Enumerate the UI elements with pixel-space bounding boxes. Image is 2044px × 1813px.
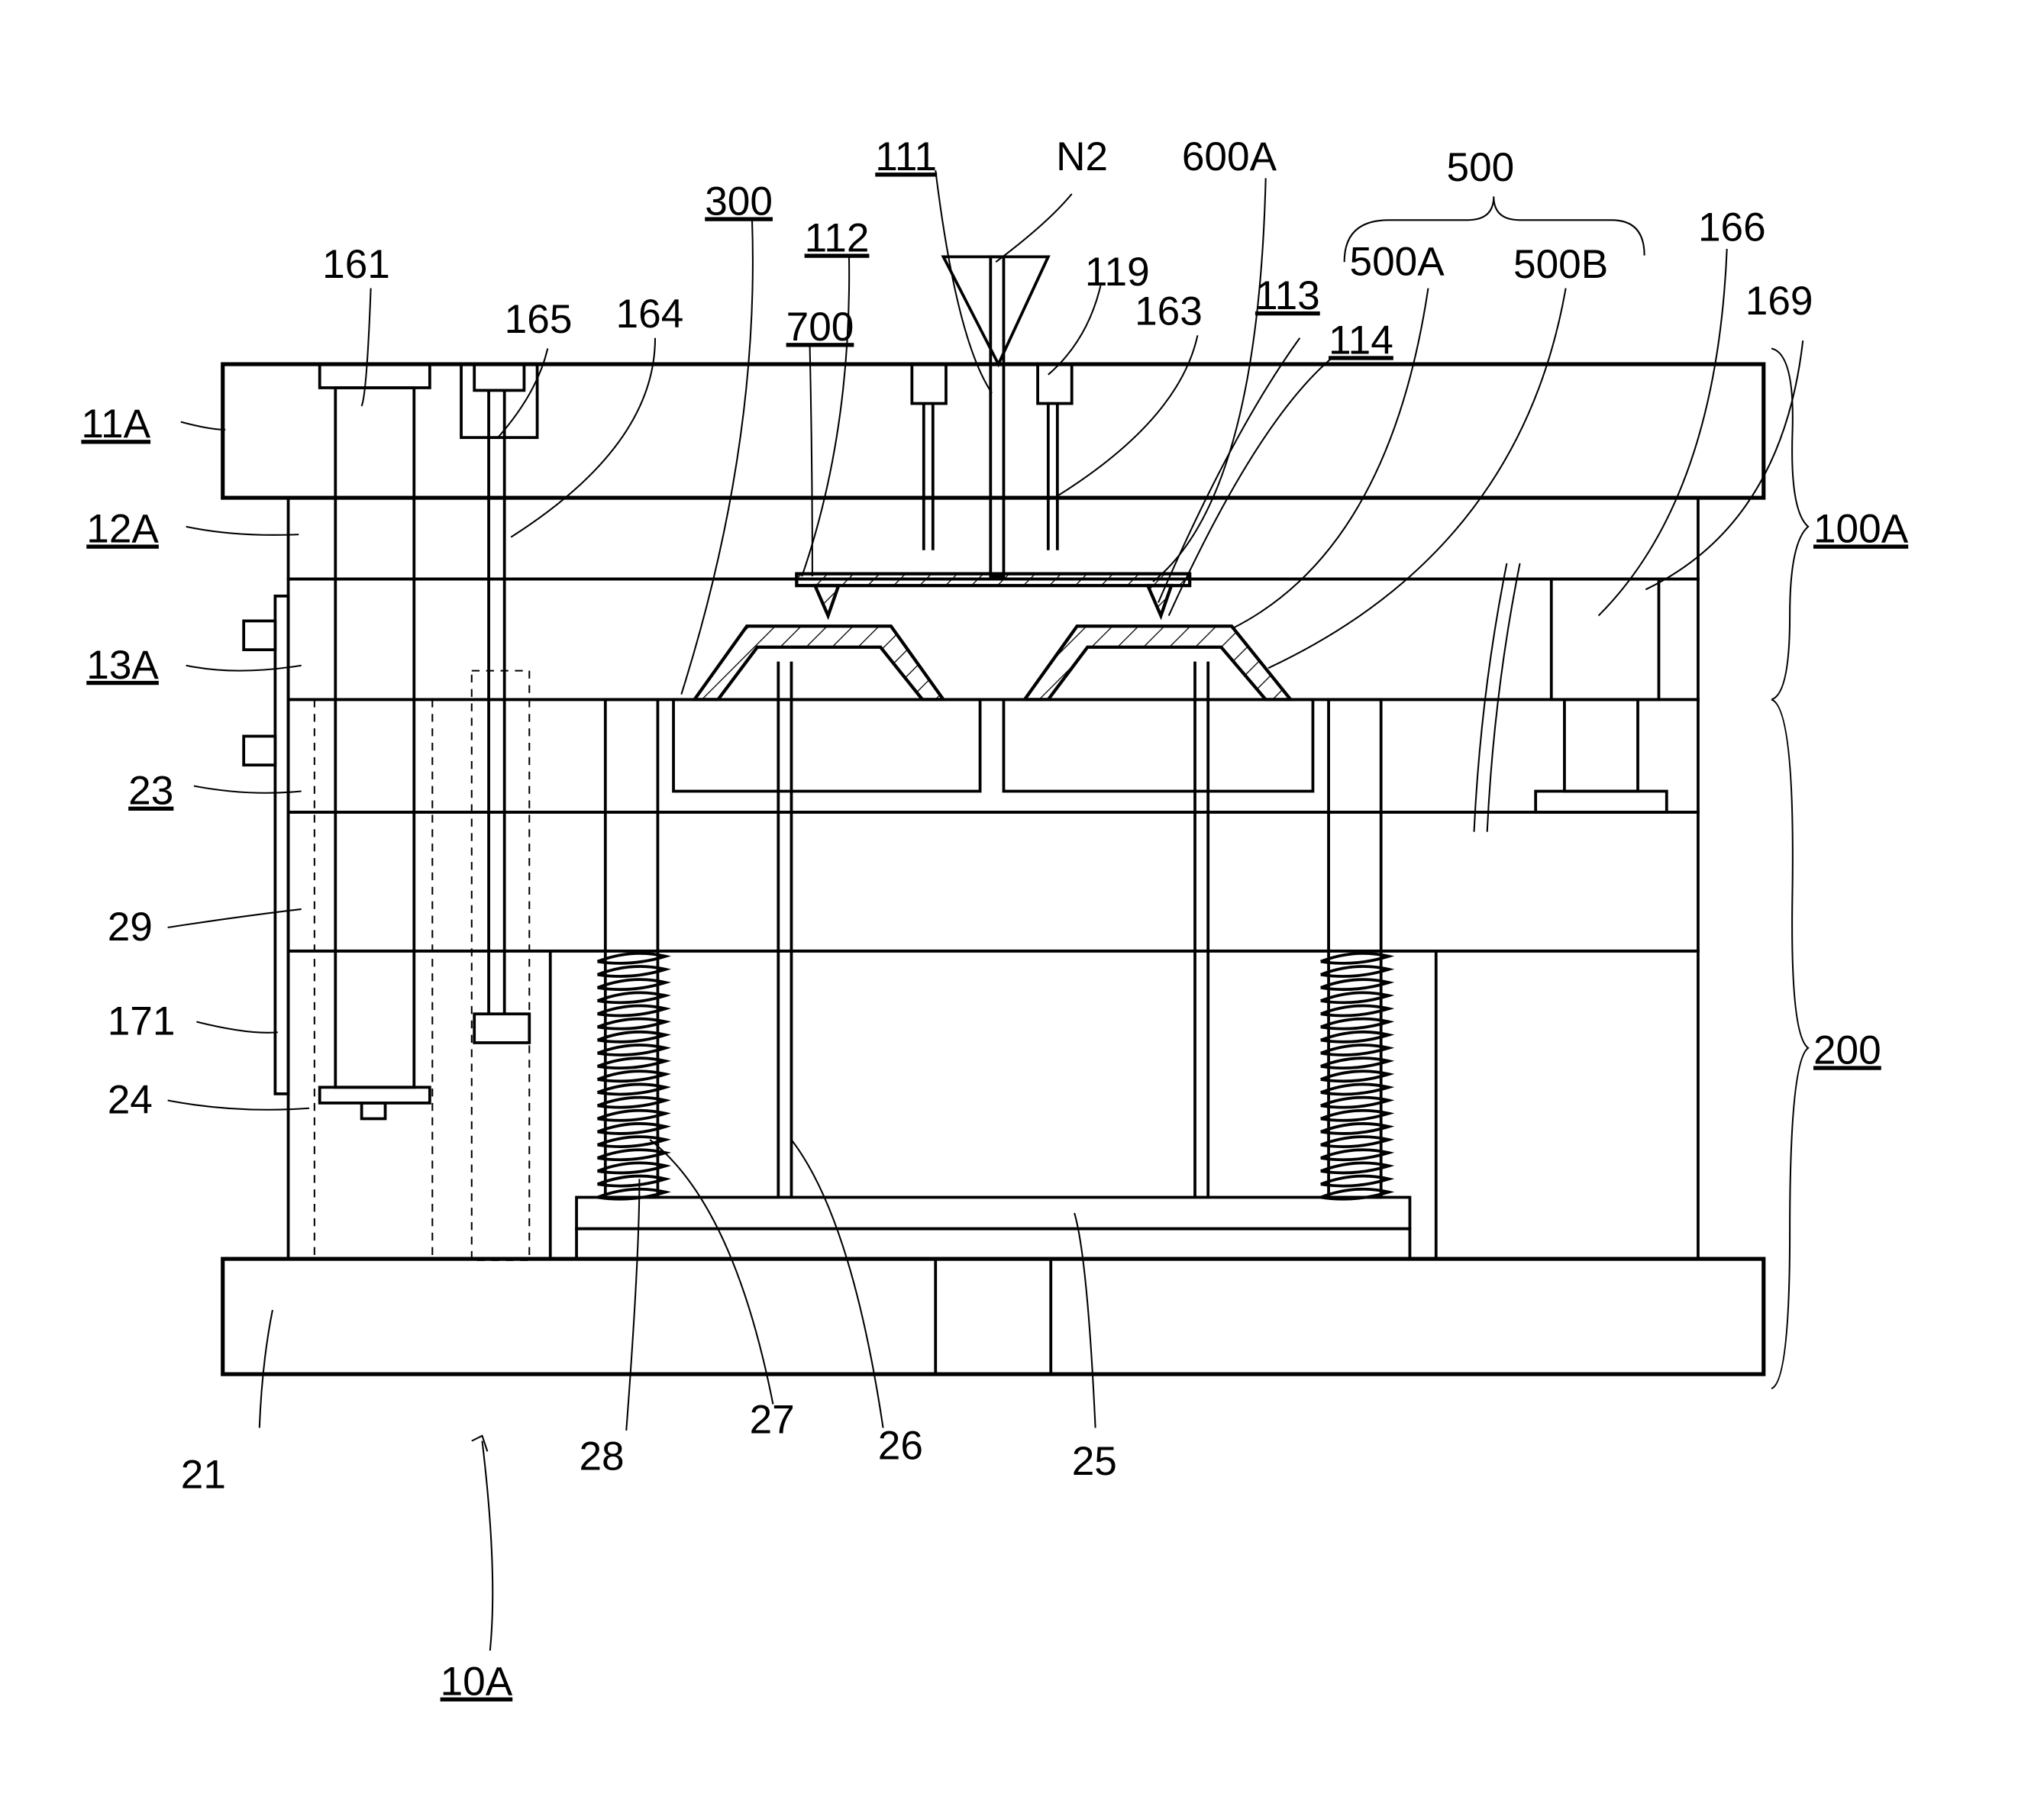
guide-post-161 <box>335 388 414 1087</box>
spring-coil <box>598 1005 666 1015</box>
spring-coil <box>1321 992 1389 1002</box>
spring-coil <box>1321 1124 1389 1134</box>
label-500: 500 <box>1446 145 1514 190</box>
label-500B: 500B <box>1513 242 1608 287</box>
molded-part-left <box>694 626 943 699</box>
label-112: 112 <box>805 215 870 260</box>
label-21: 21 <box>181 1452 226 1497</box>
spring-coil <box>1321 953 1389 963</box>
label-200: 200 <box>1813 1027 1881 1073</box>
spring-coil <box>1321 1058 1389 1068</box>
label-111: 111 <box>875 134 937 179</box>
spring-coil <box>1321 1176 1389 1186</box>
lower-body <box>289 951 1698 1259</box>
spring-right <box>1321 953 1389 1199</box>
spring-coil <box>598 992 666 1002</box>
spring-coil <box>1321 1163 1389 1173</box>
plate-12A <box>289 498 1698 579</box>
spring-left <box>598 953 666 1199</box>
spring-coil <box>598 1058 666 1068</box>
spring-coil <box>1321 1084 1389 1094</box>
plate-29 <box>289 812 1698 951</box>
label-28: 28 <box>579 1434 624 1479</box>
label-700: 700 <box>786 305 854 350</box>
spring-coil <box>598 1032 666 1042</box>
spring-coil <box>598 1045 666 1055</box>
label-13A: 13A <box>86 643 159 688</box>
label-171: 171 <box>108 999 176 1044</box>
spring-coil <box>598 1111 666 1121</box>
spring-coil <box>1321 1045 1389 1055</box>
label-500A: 500A <box>1350 239 1445 284</box>
spring-coil <box>598 1019 666 1029</box>
label-100A: 100A <box>1813 506 1909 551</box>
spring-coil <box>1321 1005 1389 1015</box>
plate-11A <box>223 364 1764 498</box>
spring-coil <box>1321 1071 1389 1081</box>
label-119: 119 <box>1085 250 1150 295</box>
base-21 <box>223 1259 1764 1374</box>
label-165: 165 <box>505 297 573 342</box>
label-29: 29 <box>108 905 153 950</box>
spring-coil <box>1321 1019 1389 1029</box>
ejector-plate-25 <box>576 1197 1409 1228</box>
spring-coil <box>598 1163 666 1173</box>
runner-plate <box>796 574 1190 586</box>
label-600A: 600A <box>1182 134 1277 179</box>
spring-coil <box>1321 1032 1389 1042</box>
spring-coil <box>1321 1137 1389 1147</box>
label-10A: 10A <box>441 1660 513 1705</box>
label-24: 24 <box>108 1078 153 1123</box>
label-300: 300 <box>705 179 773 224</box>
spring-coil <box>598 1150 666 1160</box>
spring-coil <box>598 1176 666 1186</box>
spring-coil <box>1321 1111 1389 1121</box>
label-23: 23 <box>128 769 173 814</box>
spring-coil <box>1321 966 1389 976</box>
nozzle-funnel-111 <box>944 256 1048 364</box>
label-12A: 12A <box>86 506 159 551</box>
spring-coil <box>598 1071 666 1081</box>
label-N2: N2 <box>1056 134 1108 179</box>
spring-coil <box>1321 979 1389 989</box>
label-11A: 11A <box>81 402 150 447</box>
label-166: 166 <box>1698 205 1766 250</box>
label-26: 26 <box>878 1424 923 1469</box>
spring-coil <box>598 966 666 976</box>
label-163: 163 <box>1135 289 1203 334</box>
spring-coil <box>598 1098 666 1108</box>
molded-part-right <box>1025 626 1290 699</box>
label-164: 164 <box>616 292 684 337</box>
spring-coil <box>598 1124 666 1134</box>
plate-23 <box>289 699 1698 812</box>
label-27: 27 <box>750 1397 795 1442</box>
label-113: 113 <box>1255 273 1320 318</box>
label-169: 169 <box>1745 279 1813 324</box>
spring-coil <box>1321 1150 1389 1160</box>
spring-coil <box>1321 1098 1389 1108</box>
spring-coil <box>598 979 666 989</box>
spring-coil <box>598 953 666 963</box>
spring-coil <box>598 1084 666 1094</box>
label-114: 114 <box>1329 318 1393 363</box>
label-25: 25 <box>1072 1439 1117 1484</box>
label-161: 161 <box>322 242 390 287</box>
